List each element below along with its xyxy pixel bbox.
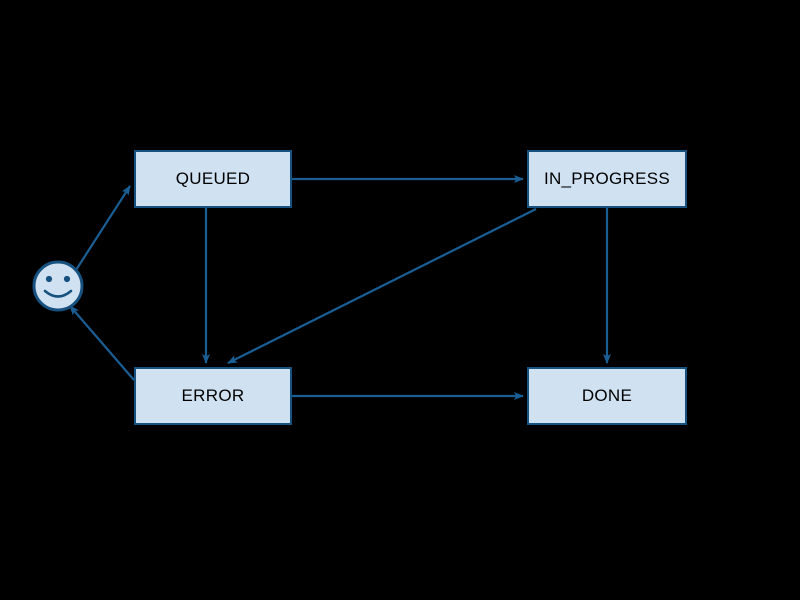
start-state-node[interactable] [32, 260, 84, 312]
state-node-done[interactable]: DONE [527, 367, 687, 425]
state-node-error[interactable]: ERROR [134, 367, 292, 425]
edge-start-to-queued [75, 185, 131, 271]
state-node-in-progress-label: IN_PROGRESS [543, 169, 671, 188]
state-node-done-label: DONE [581, 386, 633, 405]
smiley-face-icon [43, 275, 73, 298]
start-state-circle [32, 260, 84, 312]
edge-in-progress-to-error [227, 208, 537, 364]
state-node-queued[interactable]: QUEUED [134, 150, 292, 208]
edge-error-to-start [69, 305, 135, 381]
state-node-queued-label: QUEUED [175, 169, 251, 188]
state-node-in-progress[interactable]: IN_PROGRESS [527, 150, 687, 208]
state-node-error-label: ERROR [181, 386, 245, 405]
